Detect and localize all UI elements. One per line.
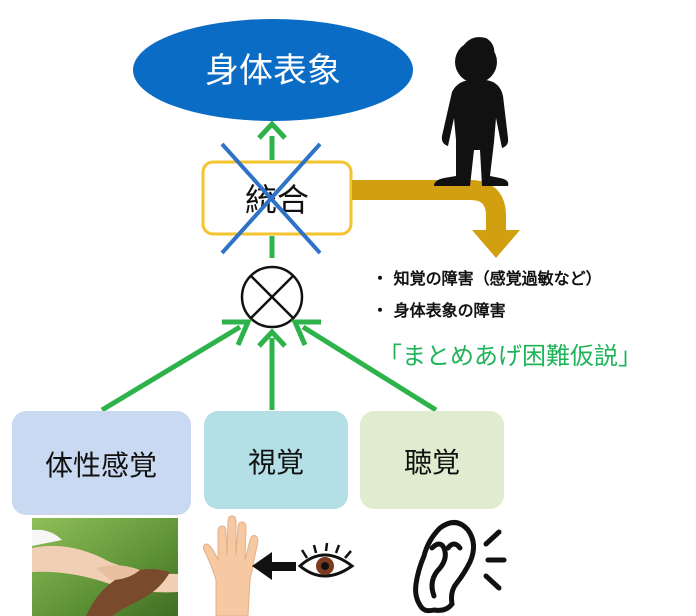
sense-box-audition: 聴覚 <box>360 411 504 509</box>
combine-symbol <box>240 265 304 329</box>
body-representation-label: 身体表象 <box>205 51 341 91</box>
sense-box-somatosensory: 体性感覚 <box>12 411 191 515</box>
eye-icon <box>297 542 355 578</box>
sense-label-somatosensory: 体性感覚 <box>45 449 157 482</box>
body-representation-ellipse <box>133 19 413 121</box>
gold-arrow <box>352 180 520 258</box>
hypothesis-label: 「まとめあげ困難仮説」 <box>378 342 642 370</box>
arrow-integration-to-top <box>257 120 287 160</box>
outcomes-list: ・ 知覚の障害（感覚過敏など） ・ 身体表象の障害 <box>372 269 602 320</box>
sense-label-vision: 視覚 <box>248 446 304 479</box>
arrows-senses-to-combine <box>100 319 438 413</box>
integration-label: 統合 <box>245 181 309 219</box>
ear-icon <box>413 520 507 614</box>
body-representation-node: 身体表象 <box>133 19 413 121</box>
hand-icon <box>202 515 259 616</box>
left-arrow-icon <box>252 552 296 580</box>
holding-hands-photo <box>32 518 178 616</box>
cross-out-mark <box>220 142 322 255</box>
outcome-item: ・ 知覚の障害（感覚過敏など） <box>372 269 602 288</box>
integration-node: 統合 <box>201 160 353 236</box>
integration-box <box>201 160 353 236</box>
outcome-item: ・ 身体表象の障害 <box>372 301 506 320</box>
sense-box-vision: 視覚 <box>204 411 348 509</box>
sense-label-audition: 聴覚 <box>404 446 460 479</box>
child-silhouette-icon <box>434 37 509 186</box>
